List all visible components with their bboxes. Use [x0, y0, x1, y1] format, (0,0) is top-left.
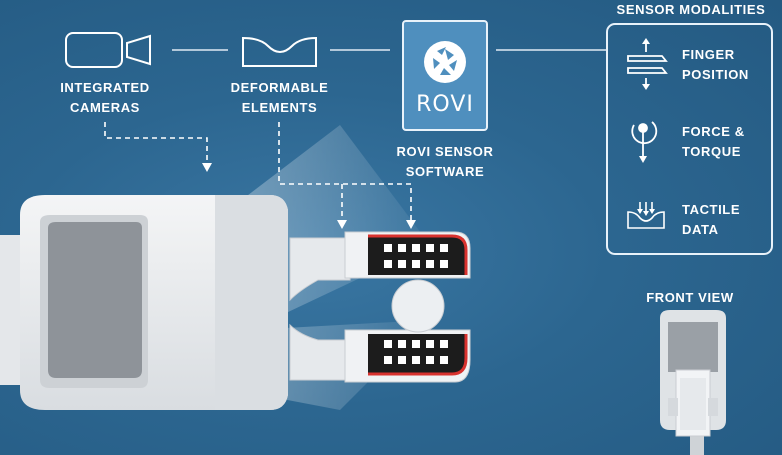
- aperture-icon: [424, 41, 466, 83]
- rovi-software-box: ROVI: [402, 20, 488, 131]
- tactile-data-icon: [627, 202, 665, 229]
- arrow-head-cameras: [202, 163, 212, 172]
- camera-icon: [65, 32, 151, 68]
- marker-grid-upper: [384, 244, 448, 268]
- force-torque-icon: [631, 121, 658, 163]
- finger-position-icon: [627, 38, 668, 90]
- arrow-head-deform-b: [406, 220, 416, 229]
- finger-link-upper: [289, 237, 351, 302]
- finger-tip-upper: [344, 231, 471, 279]
- arrow-head-deform-a: [337, 220, 347, 229]
- dashed-arrow-cameras: [104, 122, 208, 165]
- front-view-label: FRONT VIEW: [646, 290, 734, 305]
- rovi-logo-text: ROVI: [416, 92, 474, 117]
- dashed-arrow-deform: [278, 122, 412, 222]
- deformable-element-icon: [242, 36, 317, 67]
- marker-grid-lower: [384, 340, 448, 364]
- modality-force-torque: FORCE &TORQUE: [682, 124, 745, 159]
- gripper-body: [0, 195, 288, 410]
- modalities-box: [606, 23, 773, 255]
- finger-tip-lower: [344, 329, 471, 383]
- grasped-object: [391, 279, 445, 333]
- sensor-modalities-title: SENSOR MODALITIES: [616, 2, 766, 17]
- front-view-gripper: [660, 310, 726, 455]
